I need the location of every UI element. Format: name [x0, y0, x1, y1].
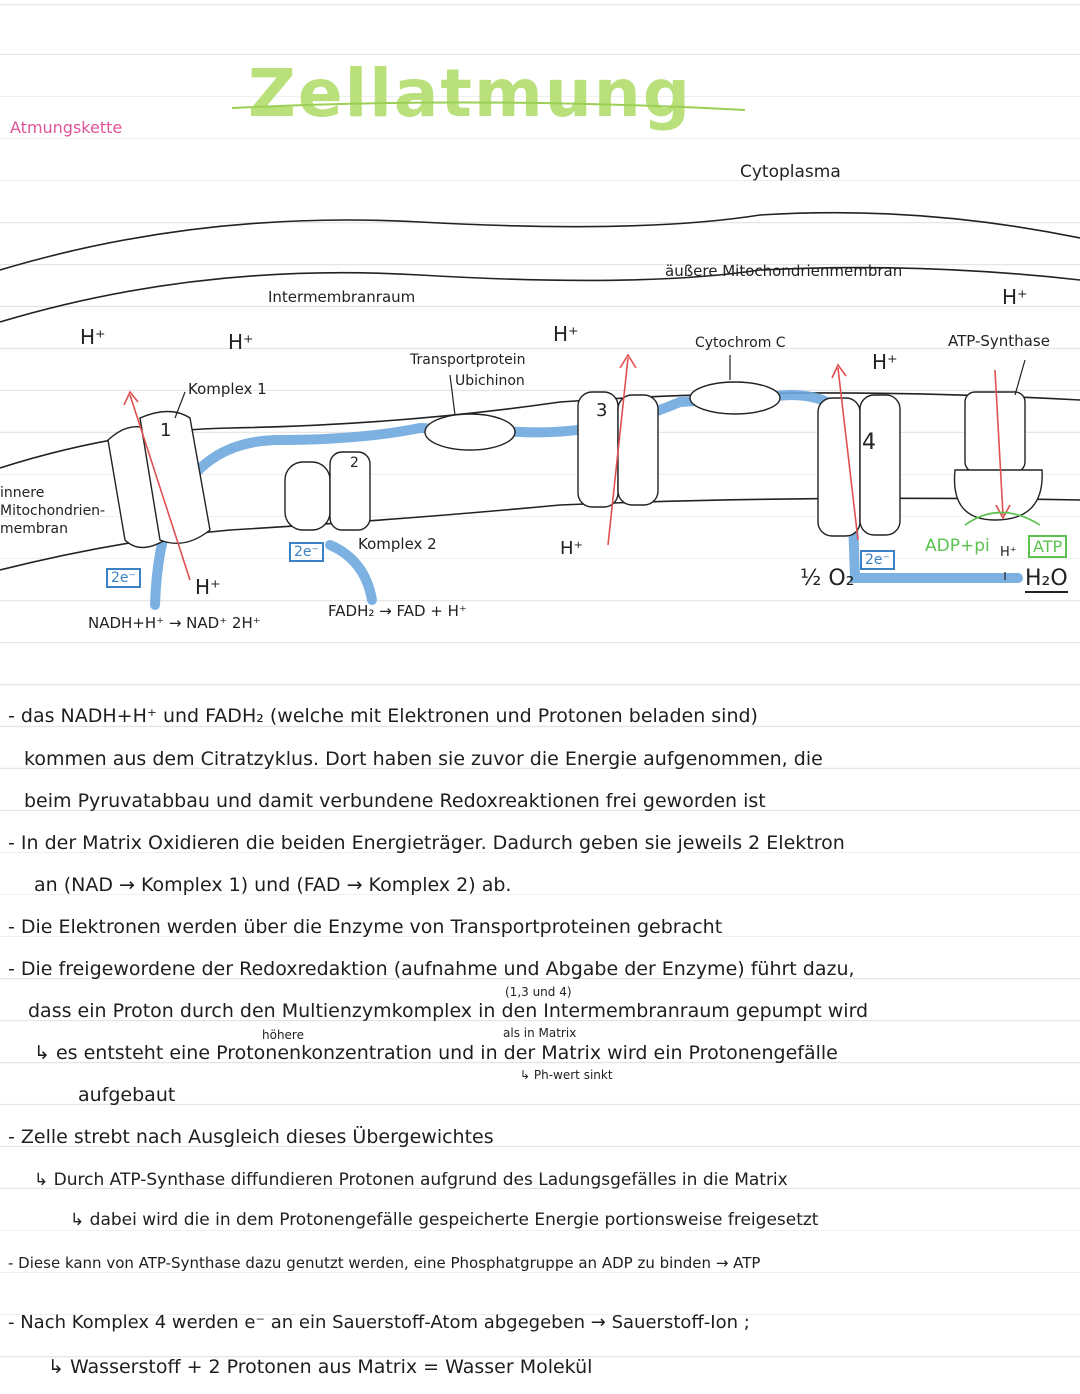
komplex-number-1: 1 [160, 420, 172, 441]
komplex-4-shape [817, 394, 901, 537]
hplus-6: H⁺ [195, 575, 221, 599]
hplus-2: H⁺ [228, 330, 254, 354]
note-line: ↳ es entsteht eine Protonenkonzentration… [34, 1042, 838, 1064]
note-line: beim Pyruvatabbau und damit verbundene R… [24, 790, 766, 812]
note-line: - Diese kann von ATP-Synthase dazu genut… [8, 1254, 761, 1272]
label-intermembrane: Intermembranraum [268, 288, 416, 306]
hplus-5: H⁺ [1002, 285, 1028, 309]
hplus-7: H⁺ [560, 538, 584, 559]
label-outer-membrane: äußere Mitochondrienmembran [665, 262, 903, 280]
note-line: - In der Matrix Oxidieren die beiden Ene… [8, 832, 845, 854]
nadh-reaction: NADH+H⁺ → NAD⁺ 2H⁺ [88, 614, 261, 632]
note-line: - Die Elektronen werden über die Enzyme … [8, 916, 723, 938]
note-line: an (NAD → Komplex 1) und (FAD → Komplex … [34, 874, 512, 896]
fadh-reaction: FADH₂ → FAD + H⁺ [328, 602, 467, 620]
note-line: ↳ Durch ATP-Synthase diffundieren Proton… [34, 1170, 788, 1190]
label-cytochrom: Cytochrom C [695, 335, 786, 351]
note-line: kommen aus dem Citratzyklus. Dort haben … [24, 748, 823, 770]
komplex-number-4: 4 [862, 430, 876, 455]
komplex-2-shape [284, 451, 371, 531]
hplus-3: H⁺ [553, 322, 579, 346]
note-line: dass ein Proton durch den Multienzymkomp… [28, 1000, 869, 1022]
electrons-badge-2: 2e⁻ [289, 542, 324, 562]
annotation-ph: ↳ Ph-wert sinkt [520, 1068, 613, 1082]
note-line: - Die freigewordene der Redoxredaktion (… [8, 958, 855, 980]
annotation-numbers: (1,3 und 4) [505, 985, 572, 999]
electrons-badge-1: 2e⁻ [106, 568, 141, 588]
annotation-als-in-matrix: als in Matrix [503, 1026, 577, 1040]
hplus-1: H⁺ [80, 325, 106, 349]
komplex-3-shape [577, 391, 659, 508]
note-line: ↳ dabei wird die in dem Protonengefälle … [70, 1210, 819, 1230]
label-atp-synthase: ATP-Synthase [948, 332, 1050, 350]
hplus-4: H⁺ [872, 350, 898, 374]
note-line: ↳ Wasserstoff + 2 Protonen aus Matrix = … [48, 1356, 593, 1378]
note-line: - Zelle strebt nach Ausgleich dieses Übe… [8, 1126, 494, 1148]
label-inner-membrane: innere Mitochondrien-membran [0, 485, 106, 537]
label-ubichinon: Ubichinon [455, 373, 525, 389]
label-komplex-2: Komplex 2 [358, 535, 437, 553]
komplex-1-shape [107, 410, 211, 549]
cytochrom-shape [689, 381, 781, 415]
oxygen-label: ½ O₂ [800, 566, 855, 591]
annotation-hoehere: höhere [262, 1028, 304, 1042]
proton-arrows [123, 353, 1011, 581]
atp-synthase-shape [953, 391, 1043, 521]
label-komplex-1: Komplex 1 [188, 380, 267, 398]
atp-label: ATP [1028, 535, 1068, 558]
label-transportprotein: Transportprotein [410, 352, 526, 368]
water-label: H₂O [1025, 566, 1068, 593]
electron-path-fadh [325, 540, 377, 605]
label-cytoplasma: Cytoplasma [740, 162, 841, 182]
page-title: Zellatmung [248, 55, 692, 132]
atp-arrow [964, 511, 1041, 526]
electrons-badge-3: 2e⁻ [860, 550, 895, 570]
komplex-number-2: 2 [350, 455, 359, 471]
subtitle-atmungskette: Atmungskette [10, 118, 123, 137]
outer-membrane-bottom [0, 266, 1080, 323]
title-strike-line [231, 101, 746, 111]
note-line: aufgebaut [78, 1084, 176, 1106]
hplus-8: H⁺ [1000, 545, 1017, 560]
note-line: - das NADH+H⁺ und FADH₂ (welche mit Elek… [8, 705, 758, 727]
respiratory-chain-diagram [0, 101, 1080, 610]
ubichinon-shape [424, 413, 516, 451]
note-line: - Nach Komplex 4 werden e⁻ an ein Sauers… [8, 1312, 750, 1333]
outer-membrane-top [0, 211, 1080, 271]
label-pointers [174, 355, 1026, 580]
adp-pi-label: ADP+pi [925, 536, 990, 556]
komplex-number-3: 3 [596, 400, 608, 421]
